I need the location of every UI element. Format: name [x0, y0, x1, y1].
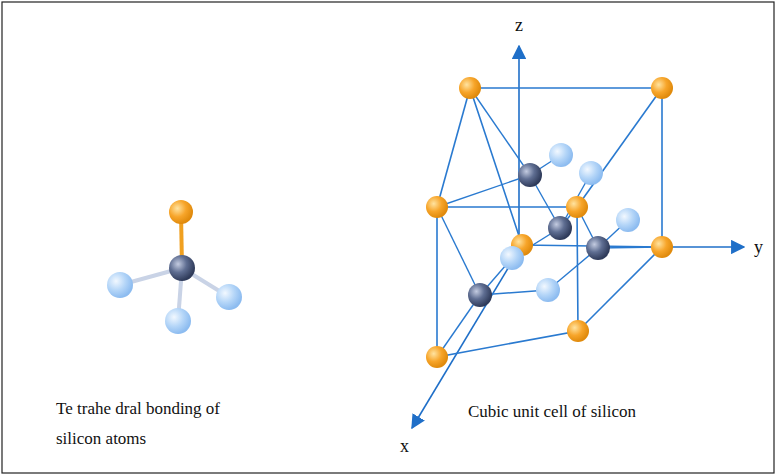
cell-atoms [426, 77, 673, 368]
axes [412, 46, 744, 428]
axis-label: z [515, 16, 523, 34]
figure-caption: Cubic unit cell of silicon [468, 397, 636, 427]
bonds [437, 88, 662, 357]
axis-label: x [400, 437, 409, 455]
figure-caption: Te trahe dral bonding of silicon atoms [56, 394, 268, 454]
tetrahedron [107, 200, 242, 334]
cube-edges [437, 88, 662, 357]
axis-label: y [754, 238, 763, 256]
